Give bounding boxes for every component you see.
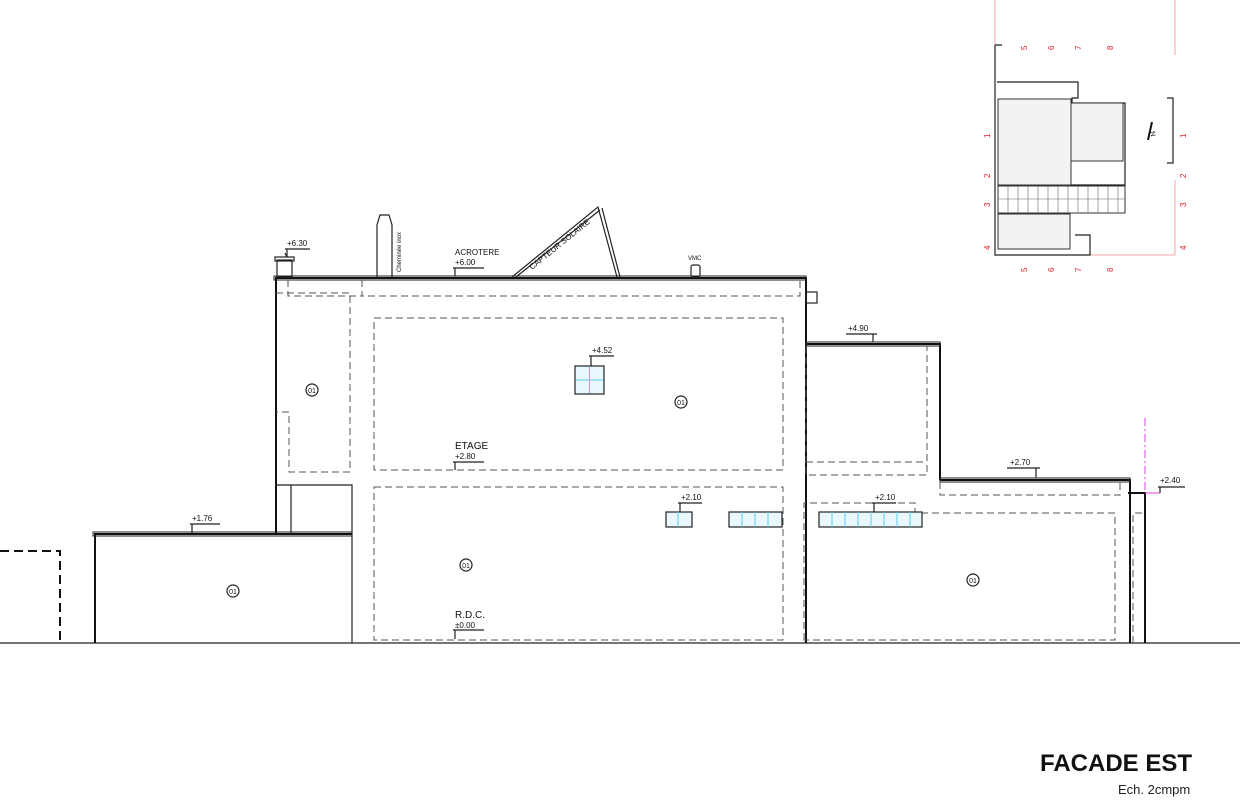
axis-label: 3 [1179, 202, 1188, 207]
window-long [818, 511, 923, 528]
axis-label: 3 [983, 202, 992, 207]
solar-collector [511, 205, 621, 278]
level-630: +6.30 [287, 239, 308, 248]
vmc-label: VMC [688, 256, 702, 262]
level-marker-icon [284, 248, 310, 258]
level-210-b: +2.10 [875, 493, 896, 502]
main-block-outline [275, 277, 807, 643]
axis-label: 5 [1020, 45, 1029, 50]
material-tag: 01 [966, 573, 980, 587]
drawing-scale: Ech. 2cmpm [1118, 782, 1191, 797]
level-marker-icon [1158, 486, 1185, 493]
cheminee-label: Cheminée inox [397, 232, 403, 272]
svg-text:01: 01 [462, 563, 470, 570]
window-small [665, 511, 693, 528]
left-chimney-cap [274, 256, 295, 262]
svg-text:01: 01 [969, 578, 977, 585]
axis-label: 1 [1179, 133, 1188, 138]
right-block-outline [940, 479, 1146, 643]
level-marker-icon [589, 355, 614, 366]
north-label: N [1148, 131, 1156, 138]
axis-label: 2 [1179, 173, 1188, 178]
upper-left-room [276, 292, 351, 473]
level-452: +4.52 [592, 346, 613, 355]
level-marker-icon [872, 502, 896, 512]
level-280: +2.80 [455, 452, 476, 461]
level-marker-icon [453, 267, 484, 276]
parapet-dashed [287, 280, 801, 297]
level-000: ±0.00 [455, 621, 476, 630]
mid-block-outline [806, 343, 941, 480]
vmc-unit [690, 264, 701, 278]
material-tag: 01 [674, 395, 688, 409]
right-end-dashed [1132, 512, 1145, 643]
axis-label: 5 [1020, 267, 1029, 272]
key-plan: N 5 6 7 8 5 6 7 8 1 2 3 4 1 2 3 4 [983, 0, 1188, 272]
main-roof [273, 275, 807, 281]
mid-room [805, 346, 928, 476]
material-tag: 01 [226, 584, 240, 598]
axis-label: 7 [1074, 45, 1083, 50]
level-176: +1.76 [192, 514, 213, 523]
gutter [805, 291, 818, 304]
level-marker-icon [678, 502, 702, 512]
level-270: +2.70 [1010, 458, 1031, 467]
drawing-title: FACADE EST [1040, 750, 1193, 777]
axis-label: 8 [1106, 267, 1115, 272]
level-marker-icon [1007, 467, 1040, 478]
material-tag: 01 [305, 383, 319, 397]
left-chimney [276, 259, 293, 278]
etage-label: ETAGE [455, 441, 488, 452]
acrotere-label: ACROTERE [455, 248, 499, 257]
level-240: +2.40 [1160, 476, 1181, 485]
window-upper [574, 365, 605, 395]
axis-label: 7 [1074, 267, 1083, 272]
axis-label: 4 [1179, 245, 1188, 250]
axis-label: 4 [983, 245, 992, 250]
axis-label: 1 [983, 133, 992, 138]
lower-room [373, 486, 784, 641]
upper-room [373, 317, 784, 471]
low-block-outline [94, 533, 352, 643]
right-roof [939, 477, 1131, 483]
svg-text:01: 01 [677, 400, 685, 407]
right-roof-dashed [939, 482, 1121, 496]
level-marker-icon [453, 461, 484, 470]
level-490: +4.90 [848, 324, 869, 333]
axis-label: 8 [1106, 45, 1115, 50]
level-marker-icon [453, 629, 484, 639]
level-marker-icon [846, 333, 877, 342]
rdc-label: R.D.C. [455, 610, 485, 621]
level-210-a: +2.10 [681, 493, 702, 502]
axis-label: 6 [1047, 45, 1056, 50]
svg-text:01: 01 [308, 388, 316, 395]
chimney-inox [376, 214, 393, 277]
axis-label: 2 [983, 173, 992, 178]
svg-text:01: 01 [229, 589, 237, 596]
neighbor-outline [0, 550, 61, 643]
capteur-label: CAPTEUR SOLAIRE [528, 217, 592, 271]
level-marker-icon [190, 523, 220, 533]
level-600: +6.00 [455, 258, 476, 267]
axis-label: 6 [1047, 267, 1056, 272]
material-tag: 01 [459, 558, 473, 572]
window-medium [728, 511, 783, 528]
main-block-details [276, 484, 353, 643]
